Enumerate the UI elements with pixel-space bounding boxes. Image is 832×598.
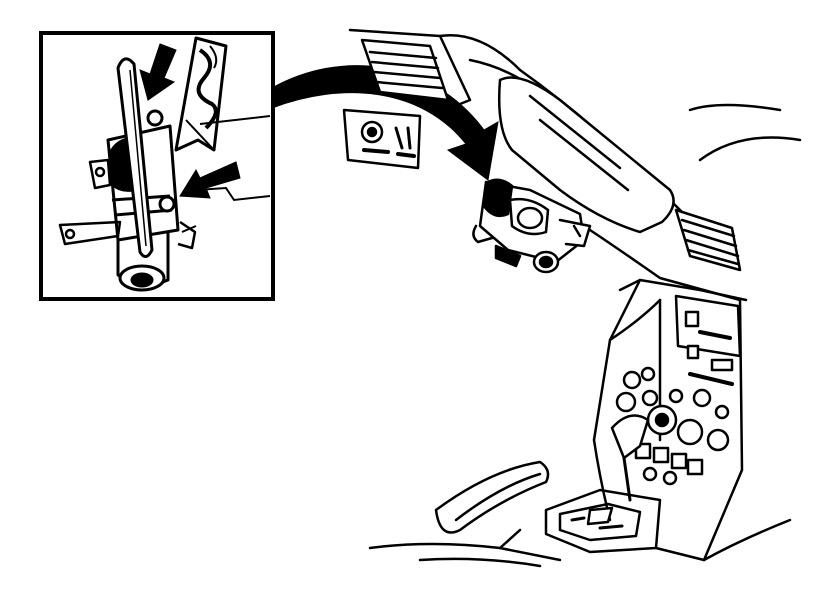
upper-screw-hole [146, 109, 164, 127]
gear-selector [544, 414, 662, 554]
inset-arrows [139, 43, 241, 199]
radio-unit [674, 294, 742, 386]
steering-lock-assembly [472, 178, 592, 274]
left-switch-panel [342, 108, 422, 170]
center-dash-pad [497, 76, 675, 234]
lock-cylinder-body [106, 124, 180, 292]
inset-trim-lines [181, 115, 271, 233]
right-air-vent [674, 208, 742, 272]
floor-contour [368, 518, 792, 568]
inset-detail-view [39, 31, 275, 301]
arrow-down-icon [139, 43, 177, 101]
left-air-vent [348, 28, 472, 110]
climate-control-panel [615, 366, 730, 486]
screw-holes [146, 109, 176, 213]
lower-screw-hole [158, 195, 176, 213]
handbrake-lever [434, 460, 550, 534]
arrow-left-icon [179, 161, 241, 199]
dashboard-view [342, 28, 802, 568]
lock-lever [116, 57, 154, 258]
center-console [588, 228, 748, 562]
